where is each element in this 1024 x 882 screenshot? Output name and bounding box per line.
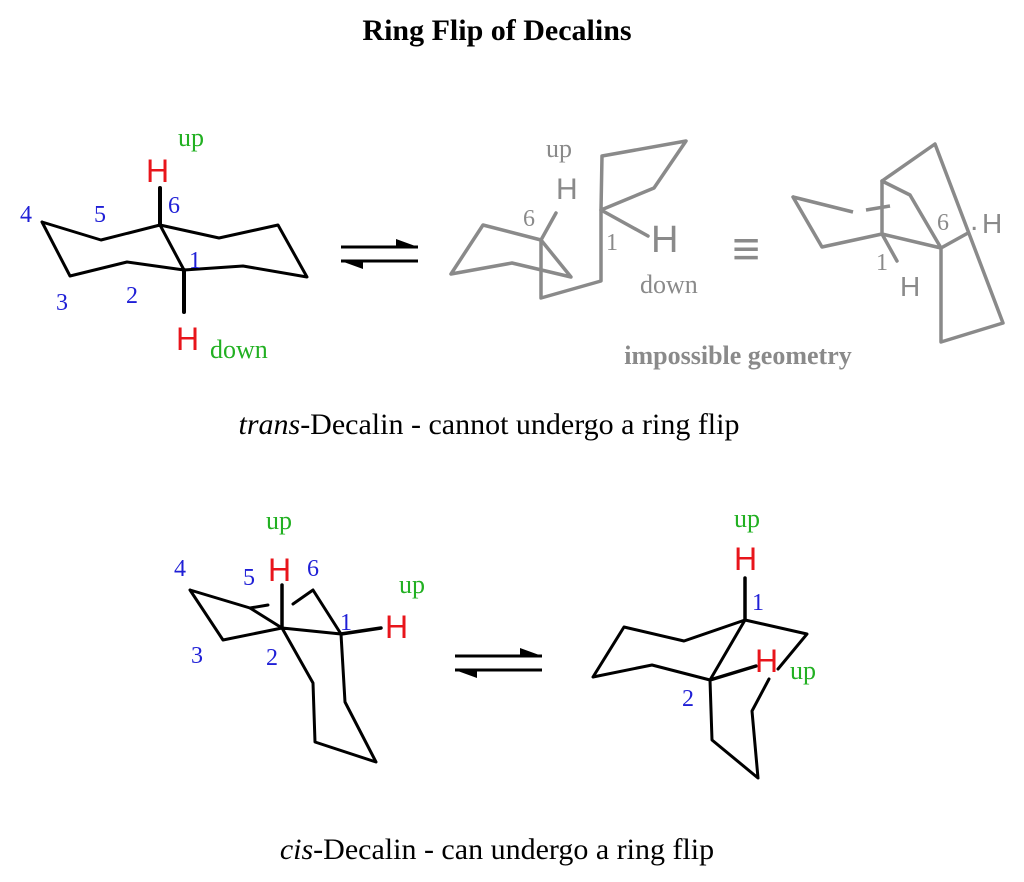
cis-decalin-structure (188, 583, 383, 764)
trans-num-5: 5 (94, 202, 106, 228)
trans-ring-bonds-left (40, 220, 186, 278)
cis-flipped-hydrogen-mid: H (755, 643, 778, 679)
trans-flipped-hydrogen-big: H (651, 219, 678, 261)
cis-num-2: 2 (266, 645, 278, 671)
trans-hydrogen-bottom: H (176, 321, 199, 357)
trans-flipped-label-up: up (546, 134, 572, 163)
cis-num-3: 3 (191, 643, 203, 669)
cis-flipped-structure (591, 576, 809, 780)
trans-num-1: 1 (189, 248, 201, 274)
cis-num-5: 5 (243, 565, 255, 591)
trans-num-4: 4 (20, 202, 32, 228)
cis-flipped-label-up-top: up (734, 504, 760, 533)
trans-impossible-num-6: 6 (937, 210, 949, 236)
trans-label-up: up (178, 123, 204, 152)
cis-equilibrium-arrows (455, 648, 542, 678)
cis-hydrogen-right: H (385, 609, 408, 645)
trans-num-6: 6 (168, 193, 180, 219)
cis-label-up-top: up (266, 506, 292, 535)
cis-num-6: 6 (307, 556, 319, 582)
cis-label-up-right: up (399, 570, 425, 599)
trans-label-down: down (210, 335, 268, 364)
trans-num-3: 3 (56, 290, 68, 316)
trans-impossible-structure (791, 142, 1005, 344)
trans-flipped-structure (449, 139, 688, 300)
trans-flipped-label-down: down (640, 270, 698, 299)
cis-num-4: 4 (174, 556, 186, 582)
trans-caption: trans-Decalin - cannot undergo a ring fl… (239, 408, 740, 441)
trans-equilibrium-arrows (341, 239, 418, 269)
cis-caption: cis-Decalin - can undergo a ring flip (280, 833, 714, 866)
cis-flipped-num-2: 2 (682, 686, 694, 712)
trans-impossible-hydrogen-top: H (982, 208, 1002, 239)
cis-flipped-label-up-right: up (790, 656, 816, 685)
cis-num-1: 1 (340, 610, 352, 636)
trans-flipped-num-6: 6 (523, 206, 535, 232)
trans-ring-bonds-right (158, 223, 309, 279)
cis-flipped-num-1: 1 (752, 590, 764, 616)
trans-impossible-dot: . (970, 204, 978, 237)
trans-num-2: 2 (126, 283, 138, 309)
cis-flipped-hydrogen-top: H (734, 541, 757, 577)
page-title: Ring Flip of Decalins (362, 14, 631, 47)
cis-hydrogen-top: H (268, 552, 291, 588)
trans-decalin-structure (40, 186, 309, 314)
equivalence-symbol: ≡ (732, 223, 760, 276)
impossible-geometry-note: impossible geometry (624, 341, 851, 370)
trans-flipped-hydrogen-upper: H (556, 173, 578, 206)
trans-impossible-hydrogen-bottom: H (900, 271, 920, 302)
trans-flipped-num-1: 1 (606, 230, 618, 256)
trans-impossible-num-1: 1 (876, 250, 888, 276)
trans-hydrogen-top: H (146, 153, 169, 189)
